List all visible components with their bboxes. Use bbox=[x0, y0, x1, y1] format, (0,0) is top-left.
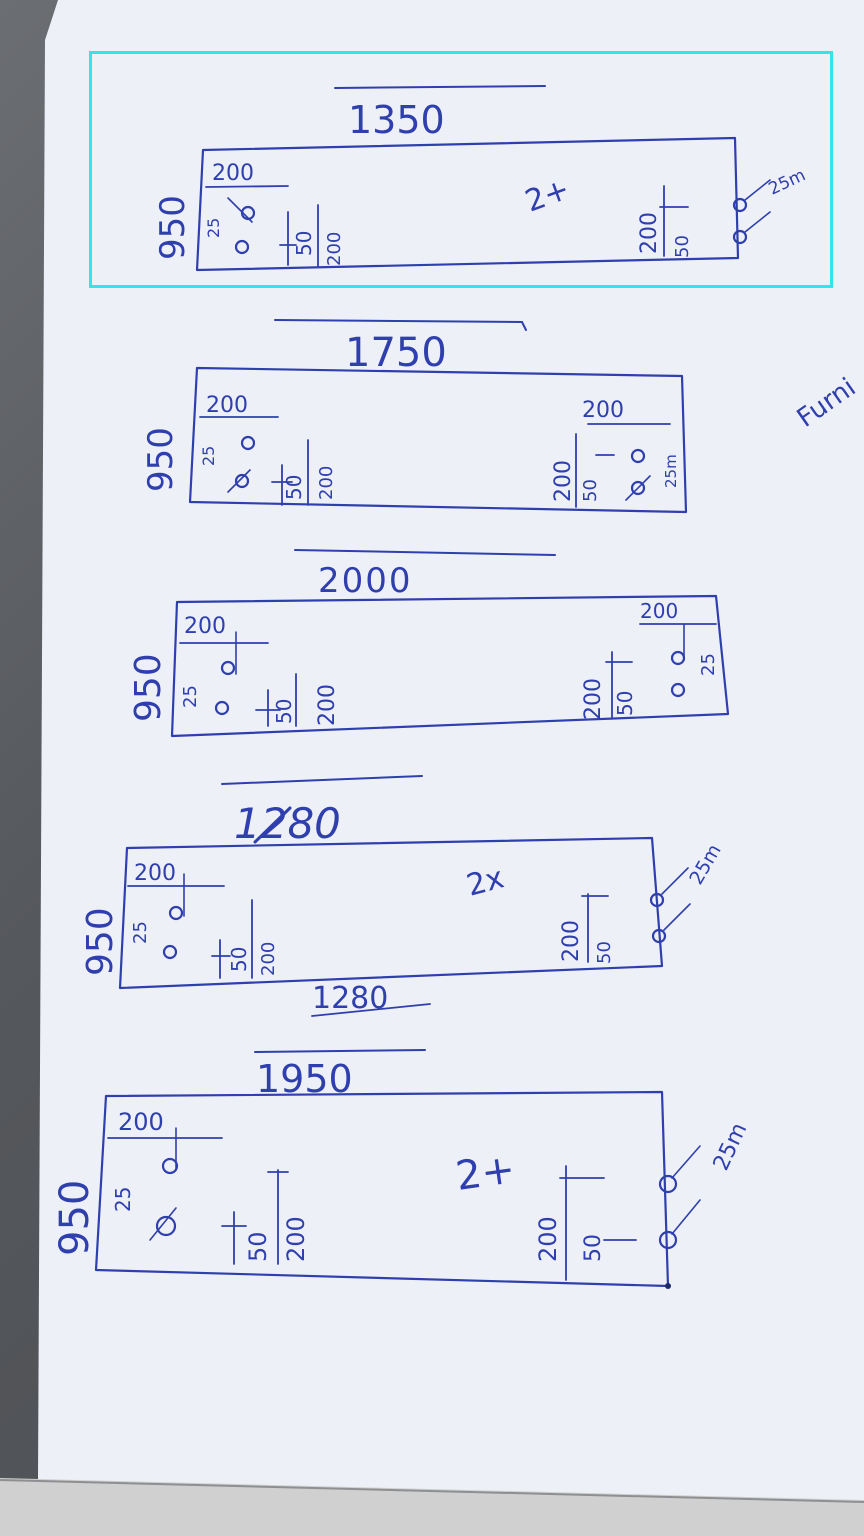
corner-offset-label: 200 bbox=[134, 861, 176, 886]
svg-text:25: 25 bbox=[204, 218, 223, 238]
panel-width-label: 1280 bbox=[234, 799, 341, 848]
svg-text:50: 50 bbox=[581, 1234, 606, 1262]
panel-width-label: 2000 bbox=[318, 561, 413, 601]
svg-text:25: 25 bbox=[698, 653, 719, 676]
hole-marker bbox=[732, 229, 748, 245]
svg-text:200: 200 bbox=[559, 920, 584, 962]
hole-marker bbox=[214, 700, 230, 716]
svg-text:200: 200 bbox=[581, 678, 606, 720]
svg-text:25: 25 bbox=[130, 921, 151, 944]
svg-text:25: 25 bbox=[199, 446, 218, 466]
selection-highlight bbox=[89, 51, 833, 288]
quantity-label: 2+ bbox=[453, 1146, 518, 1200]
hole-marker bbox=[651, 928, 667, 944]
hole-marker bbox=[220, 660, 236, 676]
svg-text:200: 200 bbox=[534, 1216, 562, 1262]
svg-text:200: 200 bbox=[324, 232, 345, 266]
panel-width-label: 1750 bbox=[345, 330, 447, 376]
svg-text:25: 25 bbox=[180, 685, 201, 708]
panel-1950: 1950 950 200 25 50 200 2+ 200 50 25m bbox=[52, 1049, 752, 1289]
svg-text:50: 50 bbox=[292, 231, 316, 256]
svg-text:50: 50 bbox=[613, 691, 637, 716]
hole-marker bbox=[658, 1230, 678, 1250]
panel-width-label: 1350 bbox=[348, 98, 445, 142]
corner-offset-label: 200 bbox=[118, 1108, 164, 1136]
hole-marker bbox=[630, 480, 646, 496]
hole-marker bbox=[161, 1157, 179, 1175]
svg-text:50: 50 bbox=[672, 235, 693, 258]
svg-text:200: 200 bbox=[551, 460, 576, 502]
corner-offset-label: 200 bbox=[184, 614, 226, 639]
svg-text:200: 200 bbox=[282, 1216, 310, 1262]
svg-text:50: 50 bbox=[244, 1231, 272, 1262]
corner-offset-label: 200 bbox=[206, 393, 248, 418]
svg-text:200: 200 bbox=[637, 212, 662, 254]
hole-marker bbox=[732, 197, 748, 213]
panel-height-label: 950 bbox=[80, 907, 121, 976]
hole-marker bbox=[162, 944, 178, 960]
panel-height-label: 950 bbox=[141, 427, 181, 492]
panel-1750: 1750 950 200 25 50 200 200 200 50 25m bbox=[141, 319, 688, 514]
corner-offset-label: 200 bbox=[212, 161, 254, 186]
svg-text:50: 50 bbox=[282, 475, 306, 500]
bottom-width-label: 1280 bbox=[312, 981, 388, 1016]
hole-marker bbox=[649, 892, 665, 908]
hole-marker bbox=[155, 1215, 177, 1237]
hole-marker bbox=[630, 448, 646, 464]
panel-height-label: 950 bbox=[128, 653, 169, 722]
hole-marker bbox=[658, 1174, 678, 1194]
svg-text:50: 50 bbox=[594, 941, 615, 964]
panel-height-label: 950 bbox=[52, 1180, 98, 1256]
svg-text:200: 200 bbox=[315, 684, 340, 726]
panel-2000: 2000 950 200 25 50 200 200 200 50 25 bbox=[128, 549, 730, 738]
svg-text:50: 50 bbox=[272, 699, 296, 724]
hole-marker bbox=[234, 473, 250, 489]
svg-text:50: 50 bbox=[227, 947, 251, 972]
panel-1350: 1350 950 200 25 50 200 2+ 200 50 25m bbox=[153, 85, 809, 272]
svg-text:25: 25 bbox=[111, 1187, 135, 1212]
hole-marker bbox=[234, 239, 250, 255]
right-corner-label: 200 bbox=[640, 599, 678, 623]
hole-marker bbox=[168, 905, 184, 921]
hole-size-label: 25m bbox=[662, 454, 680, 488]
hole-marker bbox=[670, 682, 686, 698]
svg-text:200: 200 bbox=[258, 942, 279, 976]
svg-text:50: 50 bbox=[580, 479, 601, 502]
right-corner-label: 200 bbox=[582, 398, 624, 423]
hole-marker bbox=[240, 435, 256, 451]
paper-edge bbox=[0, 1478, 864, 1536]
panel-height-label: 950 bbox=[153, 195, 193, 260]
svg-text:200: 200 bbox=[316, 466, 337, 500]
